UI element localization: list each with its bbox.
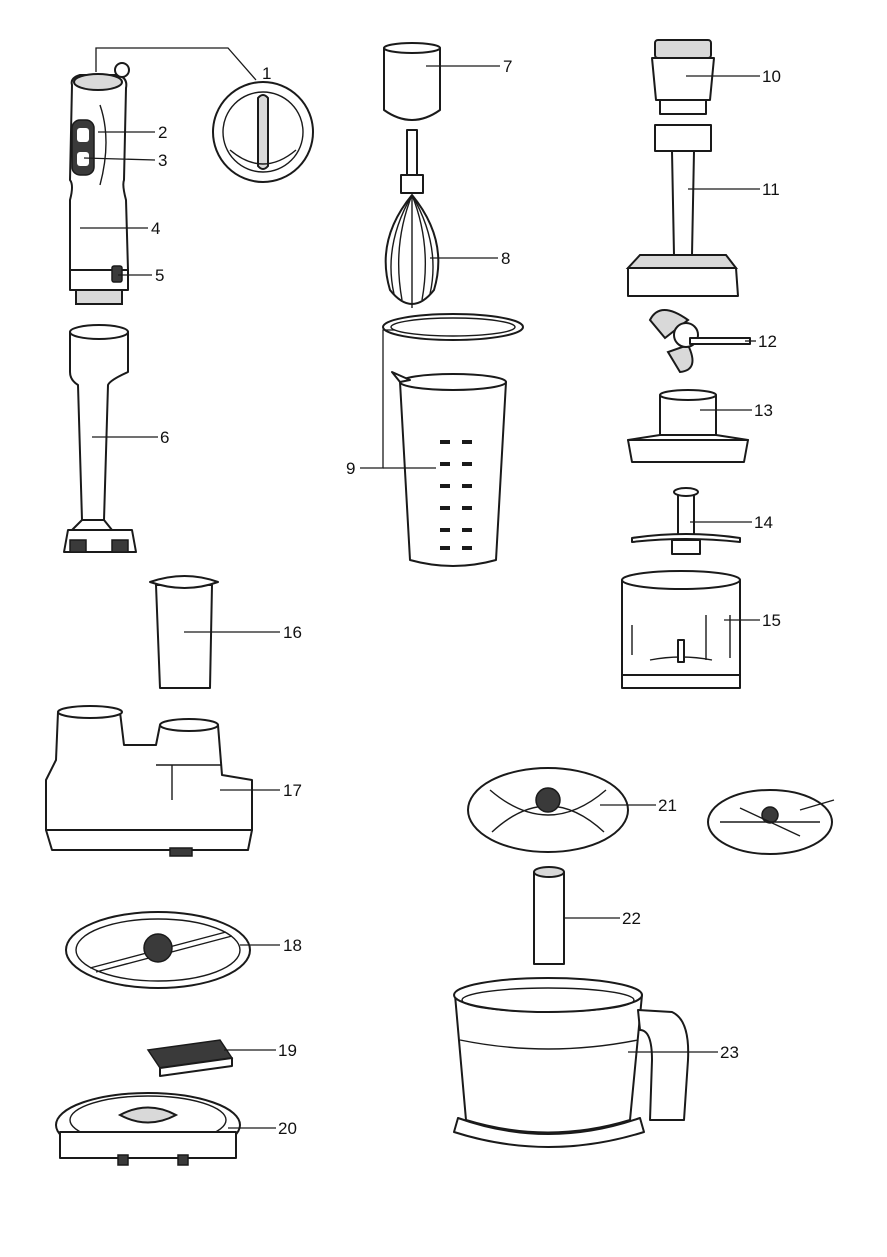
label-4: 4 [151,219,160,238]
whisk-gearbox [652,40,714,114]
processor-bowl [454,978,688,1147]
chopper-blade [632,488,740,554]
label-10: 10 [762,67,781,86]
label-16: 16 [283,623,302,642]
whisk [386,130,439,308]
label-6: 6 [160,428,169,447]
chopper-bowl [622,571,740,688]
chopper-lid [628,390,748,462]
beaker-cap [384,43,440,120]
label-22: 22 [622,909,641,928]
processor-lid [46,706,252,856]
label-11: 11 [762,180,780,199]
motor-unit [70,63,129,304]
chopper-blade-small [650,310,750,372]
masher-attachment [628,125,738,296]
blender-shaft [64,325,136,552]
label-17: 17 [283,781,302,800]
label-20: 20 [278,1119,297,1138]
label-5: 5 [155,266,164,285]
label-13: 13 [754,401,773,420]
label-15: 15 [762,611,781,630]
label-18: 18 [283,936,302,955]
label-3: 3 [158,151,167,170]
label-2: 2 [158,123,167,142]
label-14: 14 [754,513,773,532]
dicing-grid [148,1040,232,1076]
speed-dial-detail [213,82,313,182]
label-9: 9 [346,459,355,478]
label-23: 23 [720,1043,739,1062]
label-19: 19 [278,1041,297,1060]
measuring-beaker [383,314,523,566]
label-7: 7 [503,57,512,76]
disc-holder [66,912,250,988]
label-8: 8 [501,249,510,268]
dicing-holder [56,1093,240,1165]
label-21: 21 [658,796,677,815]
label-12: 12 [758,332,777,351]
grating-disc [708,790,832,854]
drive-spindle [534,867,564,964]
label-1: 1 [262,64,271,83]
slicing-disc [468,768,628,852]
